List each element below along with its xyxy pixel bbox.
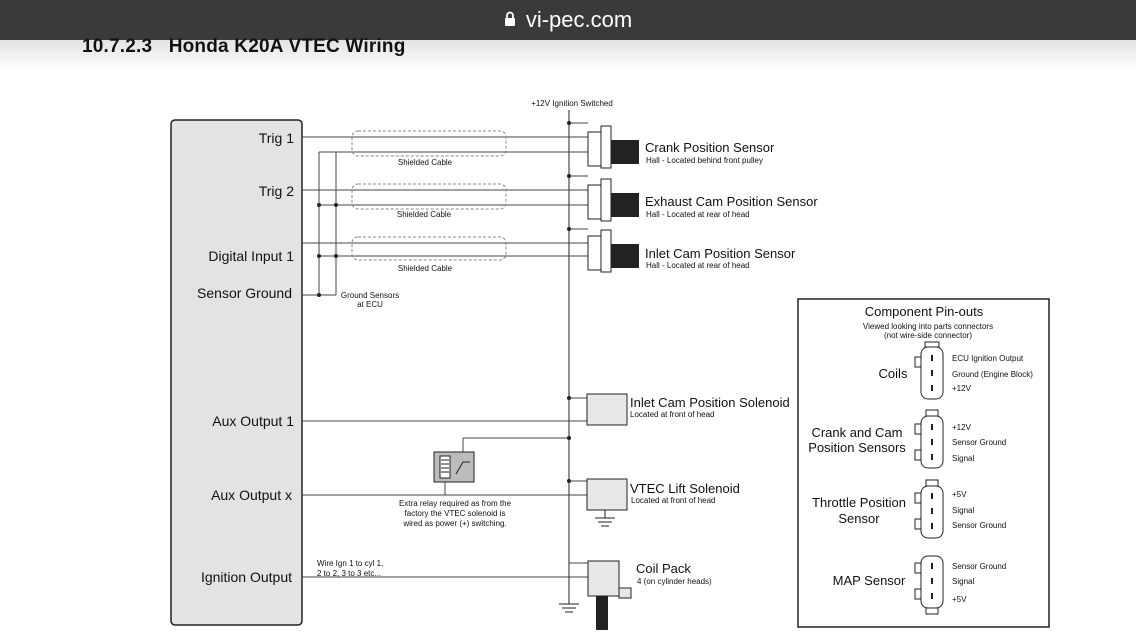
crank-cam-name-2: Position Sensors <box>808 440 906 455</box>
section-title: 10.7.2.3 Honda K20A VTEC Wiring <box>82 36 406 57</box>
inlet-sensor-sub: Hall - Located at rear of head <box>646 261 750 270</box>
coil-pack-boot <box>596 596 608 630</box>
inlet-sensor-title: Inlet Cam Position Sensor <box>645 246 796 261</box>
vtec-solenoid-sub: Located at front of head <box>631 496 716 505</box>
tps-name-1: Throttle Position <box>812 495 906 510</box>
shielded-cable-label-1: Shielded Cable <box>398 158 453 167</box>
crank-cam-pin2: Sensor Ground <box>952 438 1006 447</box>
lock-icon <box>504 7 516 33</box>
coils-pin1: ECU Ignition Output <box>952 354 1024 363</box>
map-connector-icon <box>914 555 944 615</box>
browser-url-bar[interactable]: vi-pec.com <box>0 0 1136 40</box>
map-name: MAP Sensor <box>833 573 906 588</box>
ground-note-line1: Ground Sensors <box>341 291 399 300</box>
exhaust-sensor-sub: Hall - Located at rear of head <box>646 210 750 219</box>
pinouts-subtitle-2: (not wire-side connector) <box>884 331 972 340</box>
exhaust-sensor-title: Exhaust Cam Position Sensor <box>645 194 818 209</box>
coil-pack-title: Coil Pack <box>636 561 691 576</box>
ecu-pin-trig2: Trig 2 <box>259 183 294 199</box>
tps-pin3: Sensor Ground <box>952 521 1006 530</box>
shielded-cable-label-2: Shielded Cable <box>397 210 452 219</box>
url-text: vi-pec.com <box>525 7 633 32</box>
inlet-sensor-symbol <box>587 229 639 273</box>
tps-name-2: Sensor <box>838 511 880 526</box>
coil-pack-terminal <box>618 587 632 599</box>
shielded-cable-label-3: Shielded Cable <box>398 264 453 273</box>
crank-cam-connector-icon <box>914 409 944 469</box>
tps-pin1: +5V <box>952 490 967 499</box>
relay-icon <box>433 451 475 483</box>
wire-note-line2: 2 to 2, 3 to 3 etc... <box>317 569 381 578</box>
vtec-ground-icon <box>595 517 615 527</box>
coil-ground-icon <box>559 572 579 613</box>
supply-label: +12V Ignition Switched <box>531 99 613 108</box>
wire-note-line1: Wire Ign 1 to cyl 1, <box>317 559 383 568</box>
inlet-solenoid-title: Inlet Cam Position Solenoid <box>630 395 790 410</box>
map-pin3: +5V <box>952 595 967 604</box>
coil-pack-sub: 4 (on cylinder heads) <box>637 577 712 586</box>
crank-cam-name-1: Crank and Cam <box>811 425 902 440</box>
crank-sensor-symbol <box>587 125 639 169</box>
coils-name: Coils <box>879 366 908 381</box>
coils-pin2: Ground (Engine Block) <box>952 370 1033 379</box>
tps-pin2: Signal <box>952 506 974 515</box>
map-pin2: Signal <box>952 577 974 586</box>
ecu-pin-trig1: Trig 1 <box>259 130 294 146</box>
ecu-box <box>170 119 303 626</box>
exhaust-sensor-symbol <box>587 178 639 222</box>
ecu-pin-aux1: Aux Output 1 <box>212 413 294 429</box>
ecu-pin-din1: Digital Input 1 <box>208 248 294 264</box>
crank-sensor-title: Crank Position Sensor <box>645 140 775 155</box>
ecu-pin-ign: Ignition Output <box>201 569 292 585</box>
ecu-pin-sensor-ground: Sensor Ground <box>197 285 292 301</box>
vtec-solenoid-title: VTEC Lift Solenoid <box>630 481 740 496</box>
junction-dots <box>317 121 571 483</box>
vtec-solenoid-symbol <box>586 478 628 511</box>
coils-pin3: +12V <box>952 384 972 393</box>
crank-cam-pin1: +12V <box>952 423 972 432</box>
toolbar-shadow <box>0 40 1136 70</box>
pinouts-title: Component Pin-outs <box>865 304 984 319</box>
relay-note-line2: factory the VTEC solenoid is <box>405 509 506 518</box>
coils-connector-icon <box>914 341 944 400</box>
shielded-cables <box>351 130 507 261</box>
pinouts-subtitle-1: Viewed looking into parts connectors <box>863 322 993 331</box>
crank-sensor-sub: Hall - Located behind front pulley <box>646 156 763 165</box>
inlet-solenoid-symbol <box>586 393 628 426</box>
crank-cam-pin3: Signal <box>952 454 974 463</box>
tps-connector-icon <box>914 479 944 539</box>
signal-wires <box>302 122 588 578</box>
ground-note-line2: at ECU <box>357 300 383 309</box>
inlet-solenoid-sub: Located at front of head <box>630 410 715 419</box>
coil-pack-symbol <box>587 560 620 597</box>
relay-note-line1: Extra relay required as from the <box>399 499 512 508</box>
relay-note-line3: wired as power (+) switching. <box>402 519 506 528</box>
map-pin1: Sensor Ground <box>952 562 1006 571</box>
ecu-pin-auxx: Aux Output x <box>211 487 292 503</box>
